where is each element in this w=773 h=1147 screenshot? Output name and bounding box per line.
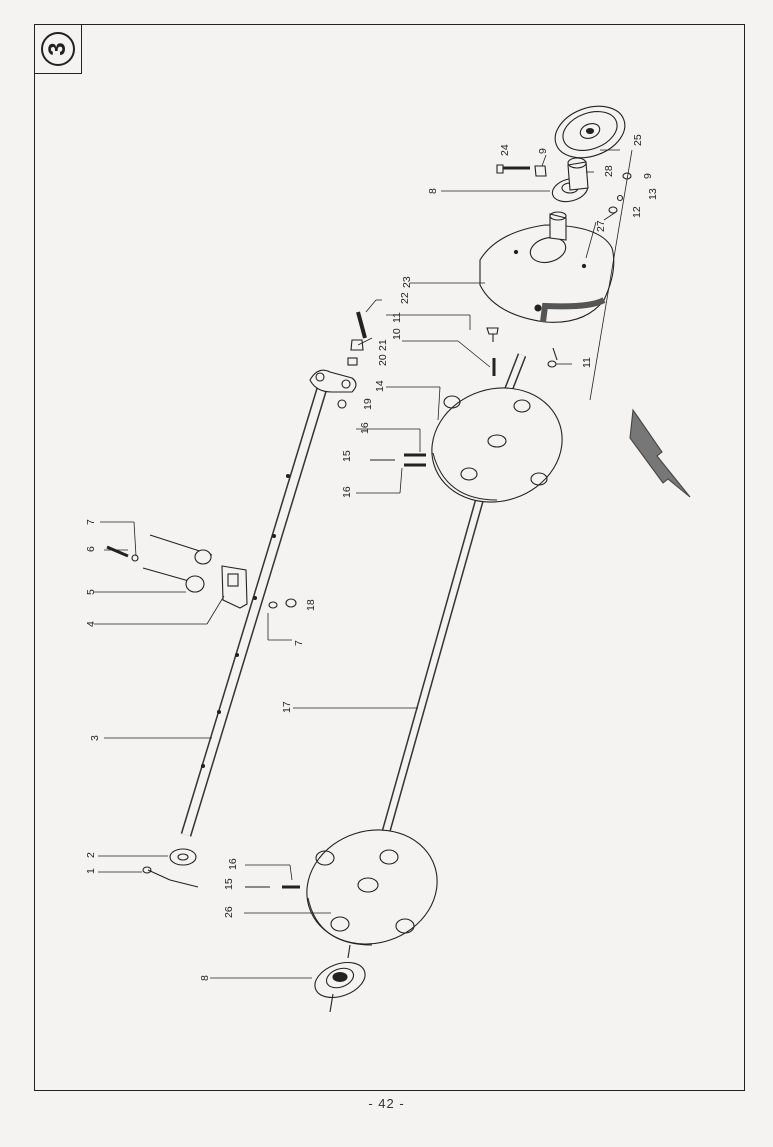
label-16-c: 16 [227,858,239,870]
label-8-b: 8 [427,188,439,194]
label-15: 15 [341,450,353,462]
bar-rail [180,383,329,837]
page-number: - 42 - [368,1096,405,1111]
label-19: 19 [362,398,374,410]
label-3: 3 [89,735,101,741]
lower-disk [306,829,438,959]
label-16-b: 16 [341,486,353,498]
label-13: 13 [647,188,659,200]
pin-and-washer [142,848,199,888]
label-2: 2 [85,852,97,858]
label-28: 28 [603,165,615,177]
leader-lines [94,149,633,979]
label-15-b: 15 [223,878,235,890]
label-17: 17 [281,701,293,713]
label-8: 8 [199,975,211,981]
label-14: 14 [374,380,386,392]
direction-arrow [629,408,691,498]
label-21: 21 [377,339,389,351]
label-7: 7 [85,519,97,525]
label-11: 11 [391,312,403,323]
bracket-assembly [106,534,297,609]
label-23: 23 [401,276,413,288]
label-10: 10 [391,328,403,340]
upper-disk [431,387,563,503]
label-12: 12 [631,206,643,218]
upper-pins [370,453,426,467]
small-fasteners [337,311,367,409]
label-24: 24 [499,144,511,156]
label-6: 6 [85,546,97,552]
label-4: 4 [85,621,97,627]
label-9-b: 9 [642,173,654,179]
label-16: 16 [359,422,371,434]
label-25: 25 [632,134,644,146]
cam-fasteners [486,327,558,376]
part-labels: 1 2 3 4 5 6 7 7 8 8 9 9 10 11 11 12 13 1… [85,134,659,981]
bar-end-link [309,369,357,393]
label-26: 26 [223,906,235,918]
label-18: 18 [305,599,317,611]
upper-hub [496,157,632,241]
page-frame [34,24,745,1091]
lower-flange-bearing [314,961,366,1013]
label-1: 1 [85,868,97,874]
cam-plate [479,224,615,323]
label-11-b: 11 [581,357,593,368]
label-7-b: 7 [293,640,305,646]
label-9: 9 [537,148,549,154]
label-27: 27 [595,220,607,232]
label-5: 5 [85,589,97,595]
label-22: 22 [399,292,411,304]
section-box: 3 [34,24,82,74]
label-20: 20 [377,354,389,366]
pulley [554,105,626,159]
